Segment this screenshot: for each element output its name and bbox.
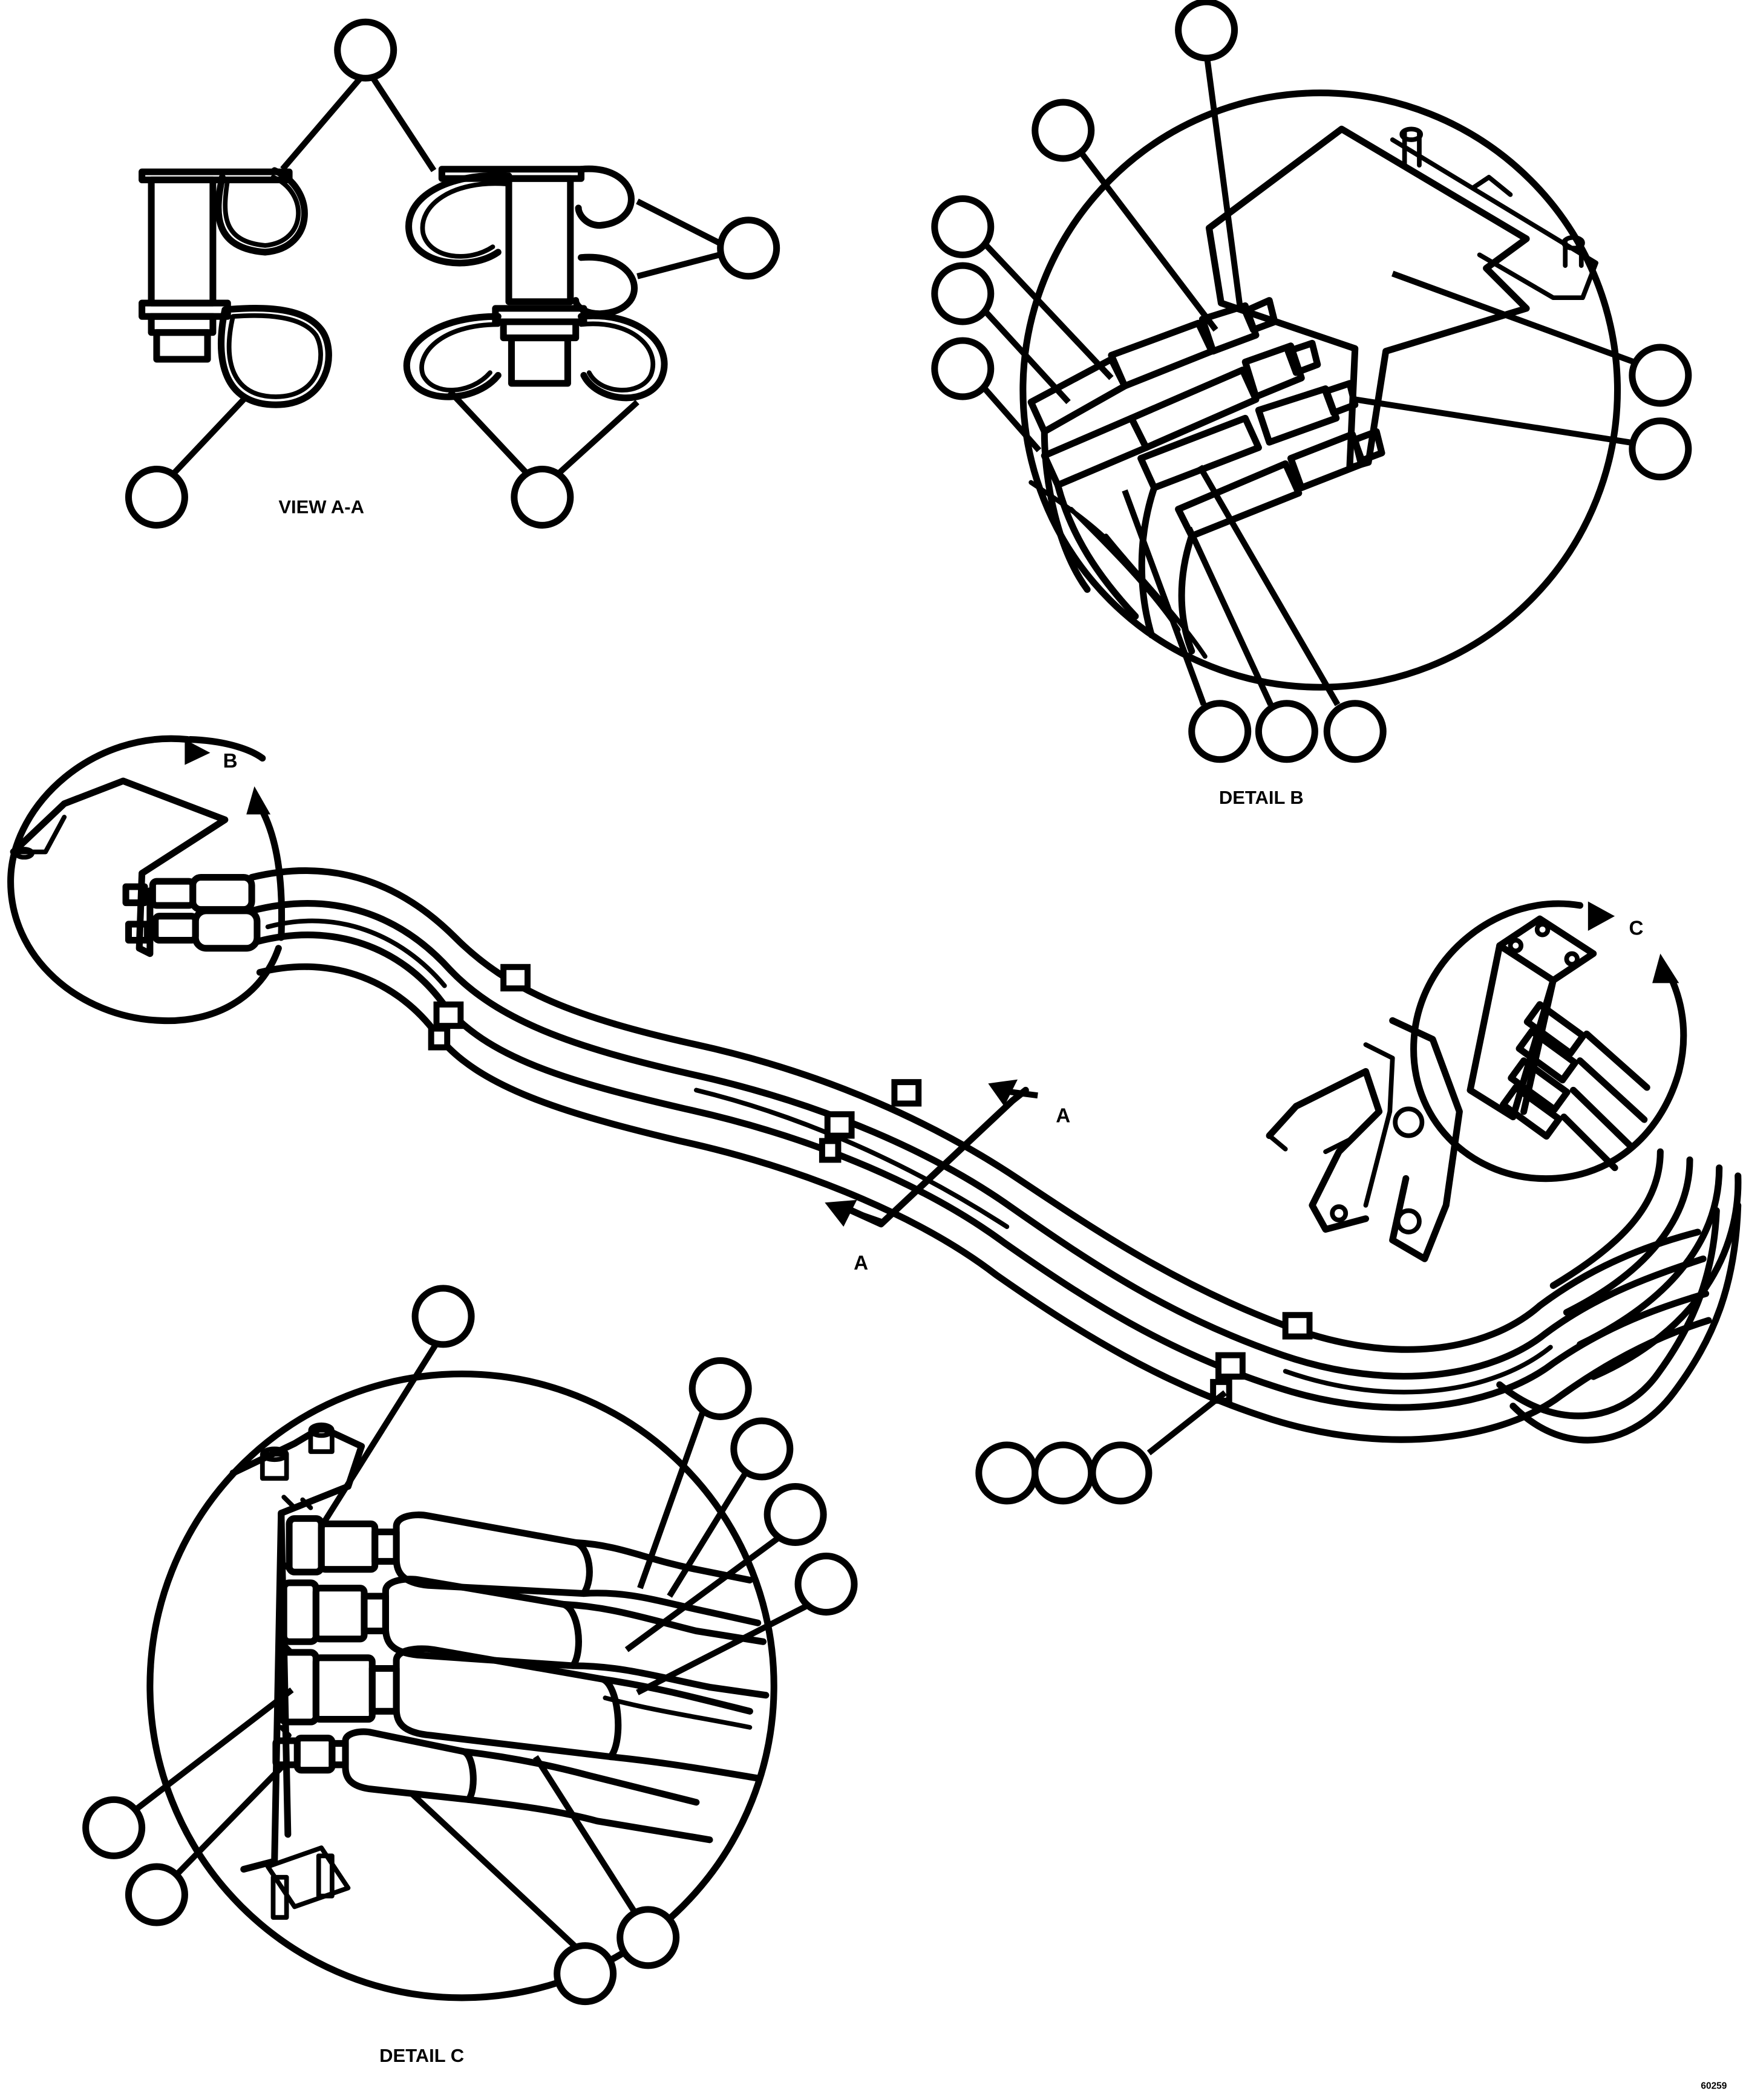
view-aa: VIEW A-A <box>125 18 780 529</box>
detail-c-label: DETAIL C <box>379 2045 464 2066</box>
hose-bundle <box>248 867 1742 1444</box>
detail-b-reference-letter: B <box>223 750 238 772</box>
detail-b-fitting-3 <box>1137 380 1359 491</box>
view-aa-label: VIEW A-A <box>278 497 364 518</box>
detail-c-fitting-4 <box>272 1728 713 1844</box>
detail-b: DETAIL B <box>931 0 1692 808</box>
hose-clamp <box>428 964 1313 1404</box>
figure-id: 60259 <box>1701 2081 1727 2091</box>
main-hose-assembly: B <box>7 735 1742 1505</box>
detail-c-fitting-2 <box>280 1576 770 1699</box>
detail-b-fitting-2 <box>1041 339 1321 489</box>
detail-c-fitting-3 <box>278 1645 762 1782</box>
detail-c-reference-circle: C <box>1266 900 1687 1262</box>
detail-b-label: DETAIL B <box>1219 787 1304 808</box>
view-aa-clip-upper-right <box>405 165 638 318</box>
detail-b-reference-circle: B <box>7 735 286 1025</box>
detail-b-fitting-1 <box>1027 297 1278 435</box>
section-a-marker-bottom: A <box>854 1252 868 1274</box>
view-aa-clip-lower-left <box>139 299 332 408</box>
view-aa-clip-upper-left <box>139 167 308 307</box>
detail-c: DETAIL C <box>82 1285 858 2066</box>
detail-c-reference-letter: C <box>1629 918 1644 940</box>
detail-b-fitting-4 <box>1175 428 1385 540</box>
section-a-marker-top: A <box>1056 1105 1070 1127</box>
section-cut-a-a: A A <box>825 1079 1070 1274</box>
view-aa-clip-lower-right <box>403 305 668 402</box>
